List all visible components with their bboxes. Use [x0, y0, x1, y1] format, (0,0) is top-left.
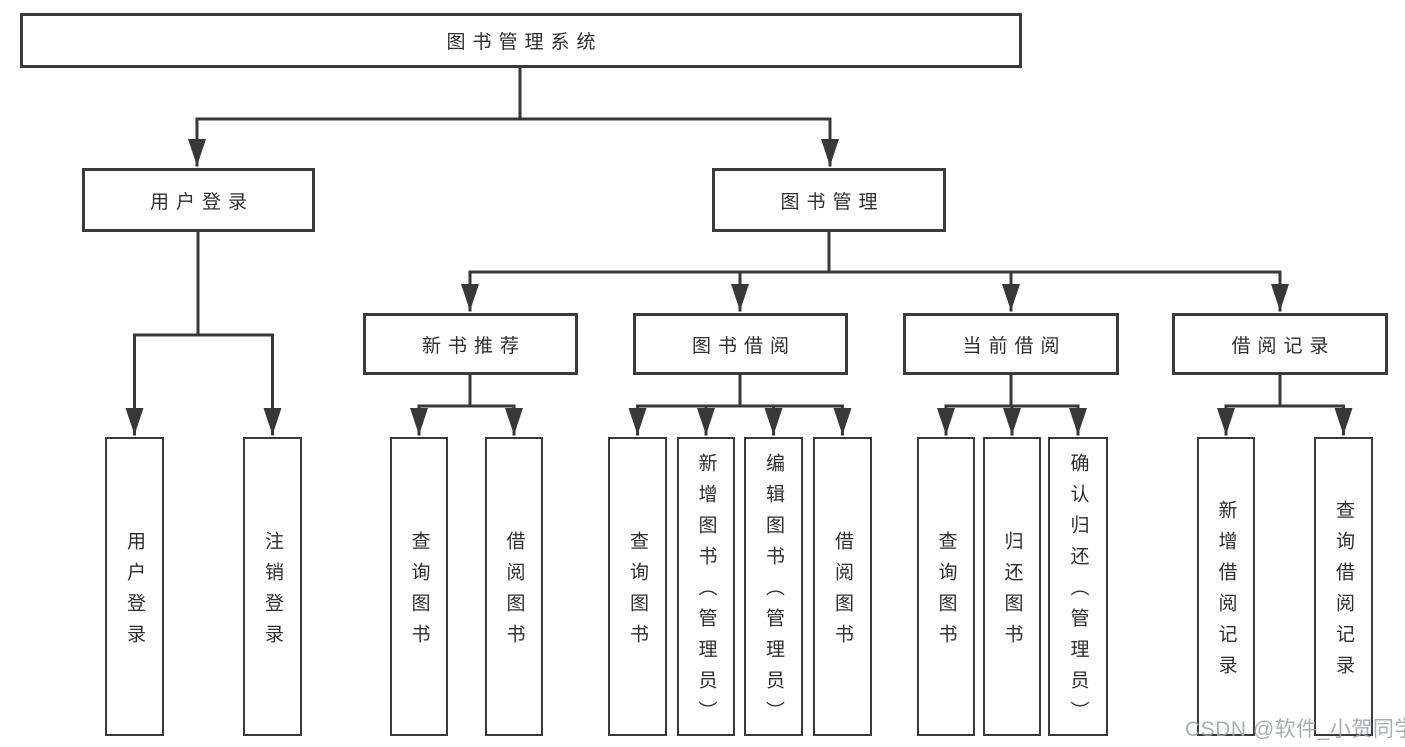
- leaf-return-books: 归还图书: [983, 437, 1041, 736]
- leaf-query-borrow-record: 查询借阅记录: [1314, 437, 1373, 736]
- node-borrow-records: 借阅记录: [1172, 313, 1388, 375]
- node-label: 确认归还（管理员）: [1067, 453, 1089, 732]
- node-label: 注销登录: [262, 530, 283, 655]
- node-user-login: 用户登录: [82, 168, 315, 232]
- node-label: 图书管理: [780, 191, 885, 213]
- node-label: 查询图书: [408, 530, 430, 655]
- node-book-management: 图书管理: [712, 168, 946, 232]
- node-label: 查询图书: [627, 530, 648, 655]
- node-current-borrowing: 当前借阅: [903, 313, 1119, 375]
- csdn-watermark: CSDN @软件_小贺同学: [1185, 718, 1405, 741]
- connector-new-book-branch: [410, 372, 523, 436]
- leaf-borrow-books: 借阅图书: [813, 437, 872, 736]
- node-label: 图书借阅: [691, 335, 796, 357]
- leaf-borrow-books-recommend: 借阅图书: [485, 437, 543, 736]
- node-label: 新增图书（管理员）: [695, 453, 717, 732]
- node-book-borrowing: 图书借阅: [633, 313, 848, 375]
- leaf-query-books-recommend: 查询图书: [390, 437, 448, 736]
- leaf-confirm-return-admin: 确认归还（管理员）: [1048, 437, 1108, 736]
- leaf-user-login: 用户登录: [105, 437, 164, 736]
- node-label: 用户登录: [124, 530, 145, 655]
- leaf-logout: 注销登录: [243, 437, 302, 736]
- node-new-book-recommend: 新书推荐: [363, 313, 578, 375]
- node-label: 编辑图书（管理员）: [763, 453, 784, 732]
- leaf-query-books-borrowing: 查询图书: [608, 437, 667, 736]
- node-label: 图书管理系统: [446, 32, 603, 53]
- leaf-query-books-current: 查询图书: [917, 437, 975, 736]
- node-label: 查询图书: [935, 530, 957, 655]
- leaf-add-borrow-record: 新增借阅记录: [1197, 437, 1255, 736]
- connector-book-borrowing-branch: [628, 372, 852, 436]
- node-label: 新增借阅记录: [1215, 499, 1237, 686]
- node-library-system: 图书管理系统: [20, 13, 1022, 68]
- connector-current-borrowing-branch: [937, 372, 1087, 436]
- node-label: 归还图书: [1001, 530, 1023, 655]
- node-label: 查询借阅记录: [1333, 499, 1354, 686]
- leaf-add-book-admin: 新增图书（管理员）: [677, 437, 735, 736]
- node-label: 借阅图书: [503, 530, 525, 655]
- node-label: 新书推荐: [421, 335, 526, 357]
- leaf-edit-book-admin: 编辑图书（管理员）: [744, 437, 803, 736]
- node-label: 借阅图书: [832, 530, 853, 655]
- node-label: 当前借阅: [962, 335, 1067, 357]
- connector-book-management-branch: [461, 229, 1289, 312]
- node-label: 借阅记录: [1231, 335, 1336, 357]
- node-label: 用户登录: [149, 191, 254, 213]
- connector-user-login-branch: [125, 229, 282, 436]
- connector-borrow-records-branch: [1217, 372, 1353, 436]
- connector-root-to-level2: [188, 66, 839, 167]
